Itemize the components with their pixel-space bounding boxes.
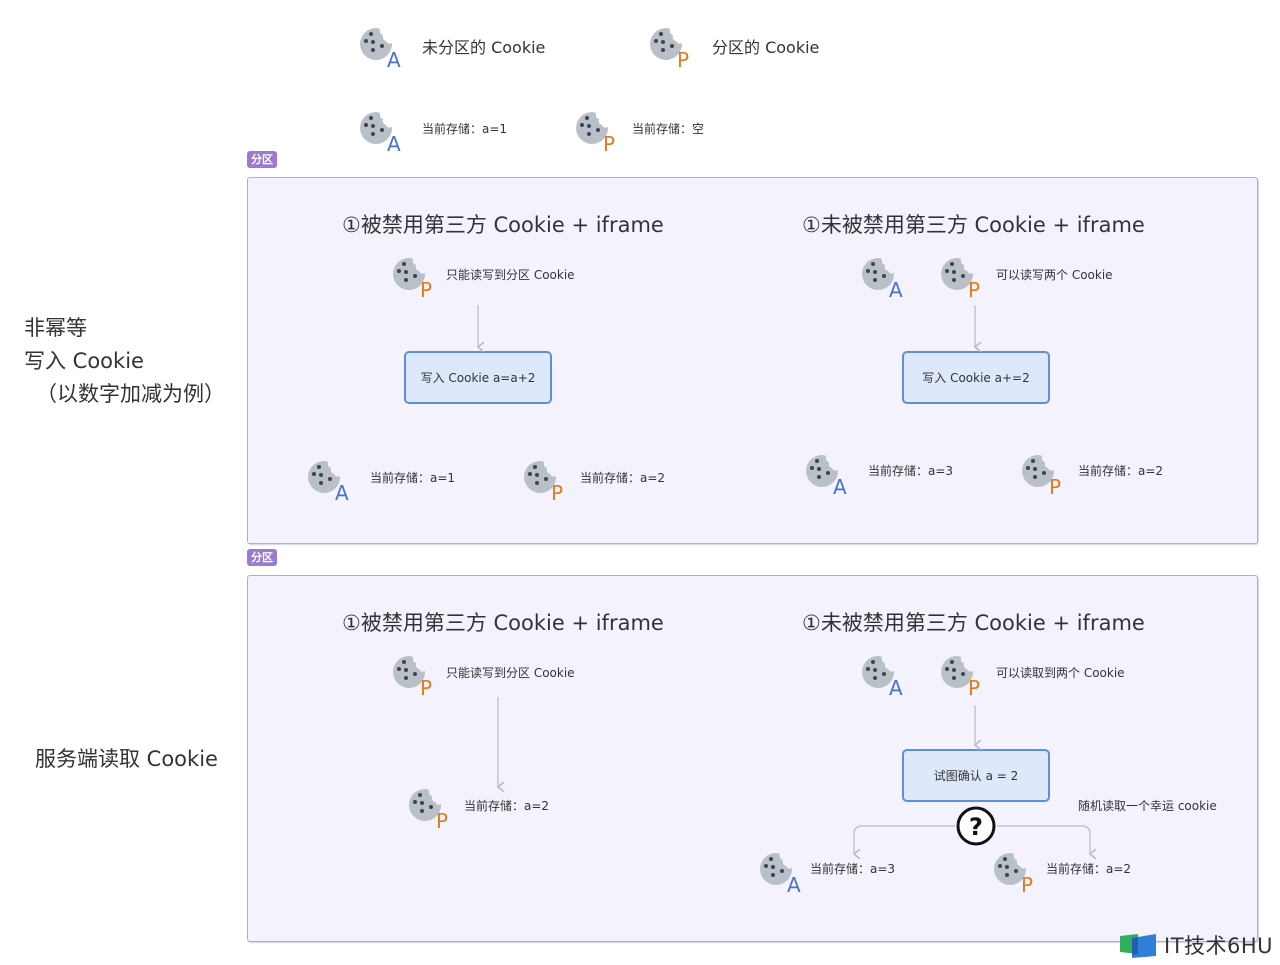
partitioned-cookie-icon: P bbox=[574, 110, 622, 160]
section2-left-result-p: 当前存储：a=2 bbox=[464, 799, 550, 813]
section1-right-note: 可以读写两个 Cookie bbox=[996, 268, 1113, 282]
side-label-line: 非幂等 bbox=[24, 316, 87, 340]
section1-side-label: 非幂等 写入 Cookie （以数字加减为例） bbox=[24, 312, 225, 411]
cookie-letter-a: A bbox=[335, 481, 349, 505]
section1-right-result-a: 当前存储：a=3 bbox=[868, 464, 954, 478]
cookie-letter-a: A bbox=[787, 873, 801, 897]
partitioned-cookie-icon: P bbox=[992, 851, 1040, 901]
section2-right-note: 可以读取到两个 Cookie bbox=[996, 666, 1125, 680]
cookie-body-icon bbox=[308, 461, 341, 493]
unpartitioned-cookie-icon: A bbox=[860, 256, 908, 306]
cookie-body-icon bbox=[862, 656, 895, 688]
cookie-body-icon bbox=[862, 258, 895, 290]
partition-tag: 分区 bbox=[247, 151, 277, 168]
cookie-letter-p: P bbox=[1049, 475, 1062, 499]
section1-left-action-box: 写入 Cookie a=a+2 bbox=[404, 351, 552, 404]
initial-storage-a: 当前存储：a=1 bbox=[422, 122, 508, 136]
side-label-line: （以数字加减为例） bbox=[36, 382, 225, 406]
cookie-body-icon bbox=[393, 258, 426, 290]
partitioned-cookie-icon: P bbox=[522, 459, 570, 509]
partitioned-cookie-icon: P bbox=[407, 787, 455, 837]
section1-left-result-a: 当前存储：a=1 bbox=[370, 471, 456, 485]
section1-right-result-p: 当前存储：a=2 bbox=[1078, 464, 1164, 478]
section1-right-action-box: 写入 Cookie a+=2 bbox=[902, 351, 1050, 404]
cookie-body-icon bbox=[941, 656, 974, 688]
partitioned-cookie-icon: P bbox=[648, 26, 696, 76]
cookie-letter-p: P bbox=[420, 278, 433, 302]
cookie-body-icon bbox=[524, 461, 557, 493]
unpartitioned-cookie-icon: A bbox=[358, 26, 406, 76]
watermark-logo-icon bbox=[1120, 934, 1156, 958]
unpartitioned-cookie-icon: A bbox=[306, 459, 354, 509]
cookie-body-icon bbox=[760, 853, 793, 885]
cookie-letter-p: P bbox=[1021, 873, 1034, 897]
cookie-body-icon bbox=[409, 789, 442, 821]
partition-tag: 分区 bbox=[247, 549, 277, 566]
section2-left-title: ①被禁用第三方 Cookie + iframe bbox=[342, 611, 664, 635]
section2-branch-note: 随机读取一个幸运 cookie bbox=[1078, 799, 1217, 813]
unpartitioned-cookie-icon: A bbox=[758, 851, 806, 901]
cookie-body-icon bbox=[1022, 455, 1055, 487]
cookie-letter-a: A bbox=[387, 132, 401, 156]
side-label-line: 服务端读取 Cookie bbox=[35, 747, 218, 771]
section1-right-title: ①未被禁用第三方 Cookie + iframe bbox=[802, 213, 1145, 237]
section2-side-label: 服务端读取 Cookie bbox=[35, 743, 218, 776]
side-label-line: 写入 Cookie bbox=[24, 349, 144, 373]
cookie-letter-p: P bbox=[436, 809, 449, 833]
cookie-letter-p: P bbox=[551, 481, 564, 505]
cookie-letter-a: A bbox=[387, 48, 401, 72]
cookie-body-icon bbox=[360, 28, 393, 60]
cookie-body-icon bbox=[994, 853, 1027, 885]
section2-right-title: ①未被禁用第三方 Cookie + iframe bbox=[802, 611, 1145, 635]
cookie-letter-p: P bbox=[968, 676, 981, 700]
watermark: IT技术6HU bbox=[1118, 930, 1273, 960]
watermark-text: IT技术6HU bbox=[1164, 934, 1274, 958]
cookie-letter-a: A bbox=[889, 278, 903, 302]
cookie-body-icon bbox=[941, 258, 974, 290]
unpartitioned-cookie-icon: A bbox=[860, 654, 908, 704]
section1-left-result-p: 当前存储：a=2 bbox=[580, 471, 666, 485]
cookie-letter-a: A bbox=[889, 676, 903, 700]
section2-right-result-p: 当前存储：a=2 bbox=[1046, 862, 1132, 876]
legend-unpartitioned-label: 未分区的 Cookie bbox=[422, 38, 546, 57]
section2-panel bbox=[247, 575, 1258, 942]
partitioned-cookie-icon: P bbox=[391, 654, 439, 704]
cookie-letter-p: P bbox=[677, 48, 690, 72]
cookie-body-icon bbox=[806, 455, 839, 487]
partitioned-cookie-icon: P bbox=[939, 654, 987, 704]
cookie-body-icon bbox=[360, 112, 393, 144]
section2-right-result-a: 当前存储：a=3 bbox=[810, 862, 896, 876]
section1-left-note: 只能读写到分区 Cookie bbox=[446, 268, 575, 282]
cookie-letter-a: A bbox=[833, 475, 847, 499]
cookie-body-icon bbox=[650, 28, 683, 60]
partitioned-cookie-icon: P bbox=[939, 256, 987, 306]
cookie-body-icon bbox=[393, 656, 426, 688]
cookie-body-icon bbox=[576, 112, 609, 144]
cookie-letter-p: P bbox=[968, 278, 981, 302]
partitioned-cookie-icon: P bbox=[1020, 453, 1068, 503]
unpartitioned-cookie-icon: A bbox=[804, 453, 852, 503]
cookie-letter-p: P bbox=[420, 676, 433, 700]
section2-right-action-box: 试图确认 a = 2 bbox=[902, 749, 1050, 802]
cookie-letter-p: P bbox=[603, 132, 616, 156]
unpartitioned-cookie-icon: A bbox=[358, 110, 406, 160]
legend-partitioned-label: 分区的 Cookie bbox=[712, 38, 820, 57]
initial-storage-p: 当前存储：空 bbox=[632, 122, 705, 136]
partitioned-cookie-icon: P bbox=[391, 256, 439, 306]
section1-left-title: ①被禁用第三方 Cookie + iframe bbox=[342, 213, 664, 237]
section2-left-note: 只能读写到分区 Cookie bbox=[446, 666, 575, 680]
